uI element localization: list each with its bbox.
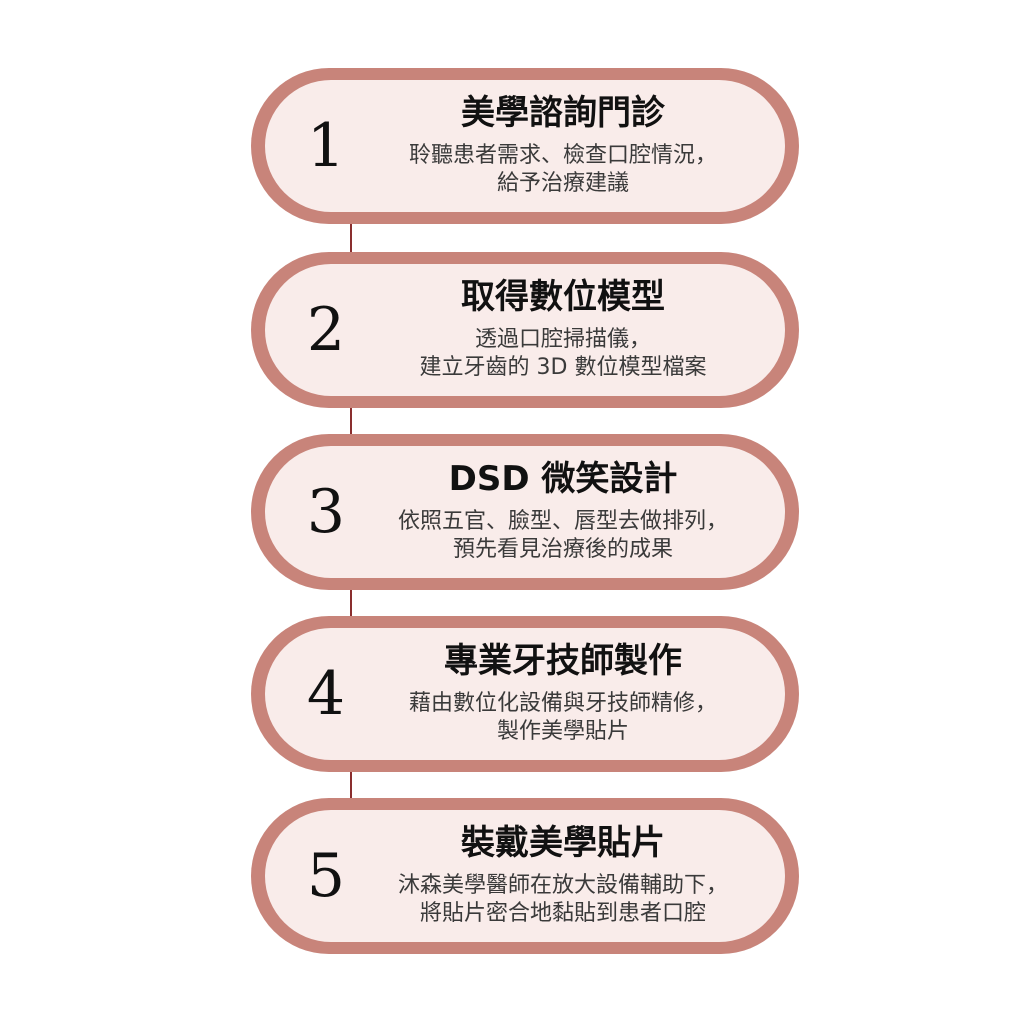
step-description-line-1: 依照五官、臉型、唇型去做排列， [397, 508, 728, 534]
step-text: DSD 微笑設計 依照五官、臉型、唇型去做排列， 預先看見治療後的成果 [347, 444, 779, 580]
step-description-line-2: 將貼片密合地黏貼到患者口腔 [419, 901, 706, 927]
step-text: 美學諮詢門診 聆聽患者需求、檢查口腔情況， 給予治療建議 [347, 78, 779, 214]
step-number: 2 [306, 295, 346, 365]
step-number: 1 [306, 111, 346, 181]
step-text: 取得數位模型 透過口腔掃描儀， 建立牙齒的 3D 數位模型檔案 [347, 262, 779, 398]
step-number: 5 [306, 841, 346, 911]
step-description-line-2: 製作美學貼片 [496, 719, 629, 745]
step-5-panel [265, 810, 785, 942]
step-3: 3 DSD 微笑設計 依照五官、臉型、唇型去做排列， 預先看見治療後的成果 [251, 434, 799, 590]
step-title: DSD 微笑設計 [448, 459, 678, 499]
step-3-panel [265, 446, 785, 578]
step-title: 取得數位模型 [461, 277, 665, 317]
step-2: 2 取得數位模型 透過口腔掃描儀， 建立牙齒的 3D 數位模型檔案 [251, 252, 799, 408]
step-1: 1 美學諮詢門診 聆聽患者需求、檢查口腔情況， 給予治療建議 [251, 68, 799, 224]
step-4: 4 專業牙技師製作 藉由數位化設備與牙技師精修， 製作美學貼片 [251, 616, 799, 772]
step-title: 專業牙技師製作 [444, 641, 682, 681]
step-number: 4 [306, 659, 346, 729]
step-1-panel [265, 80, 785, 212]
step-text: 專業牙技師製作 藉由數位化設備與牙技師精修， 製作美學貼片 [347, 626, 779, 762]
connector-line-4-5 [350, 770, 352, 802]
connector-line-3-4 [350, 588, 352, 620]
step-description-line-1: 藉由數位化設備與牙技師精修， [408, 690, 717, 716]
step-description-line-2: 預先看見治療後的成果 [452, 537, 673, 563]
connector-line-2-3 [350, 406, 352, 438]
step-description-line-1: 聆聽患者需求、檢查口腔情況， [408, 142, 717, 168]
step-title: 裝戴美學貼片 [461, 823, 665, 863]
step-title: 美學諮詢門診 [461, 93, 665, 133]
step-description-line-2: 給予治療建議 [496, 171, 629, 197]
step-5: 5 裝戴美學貼片 沐森美學醫師在放大設備輔助下， 將貼片密合地黏貼到患者口腔 [251, 798, 799, 954]
step-description-line-1: 沐森美學醫師在放大設備輔助下， [397, 872, 728, 898]
step-text: 裝戴美學貼片 沐森美學醫師在放大設備輔助下， 將貼片密合地黏貼到患者口腔 [347, 808, 779, 944]
step-4-panel [265, 628, 785, 760]
step-description-line-2: 建立牙齒的 3D 數位模型檔案 [419, 355, 707, 381]
connector-line-1-2 [350, 222, 352, 254]
step-2-panel [265, 264, 785, 396]
step-number: 3 [306, 477, 346, 547]
step-description-line-1: 透過口腔掃描儀， [474, 326, 651, 352]
